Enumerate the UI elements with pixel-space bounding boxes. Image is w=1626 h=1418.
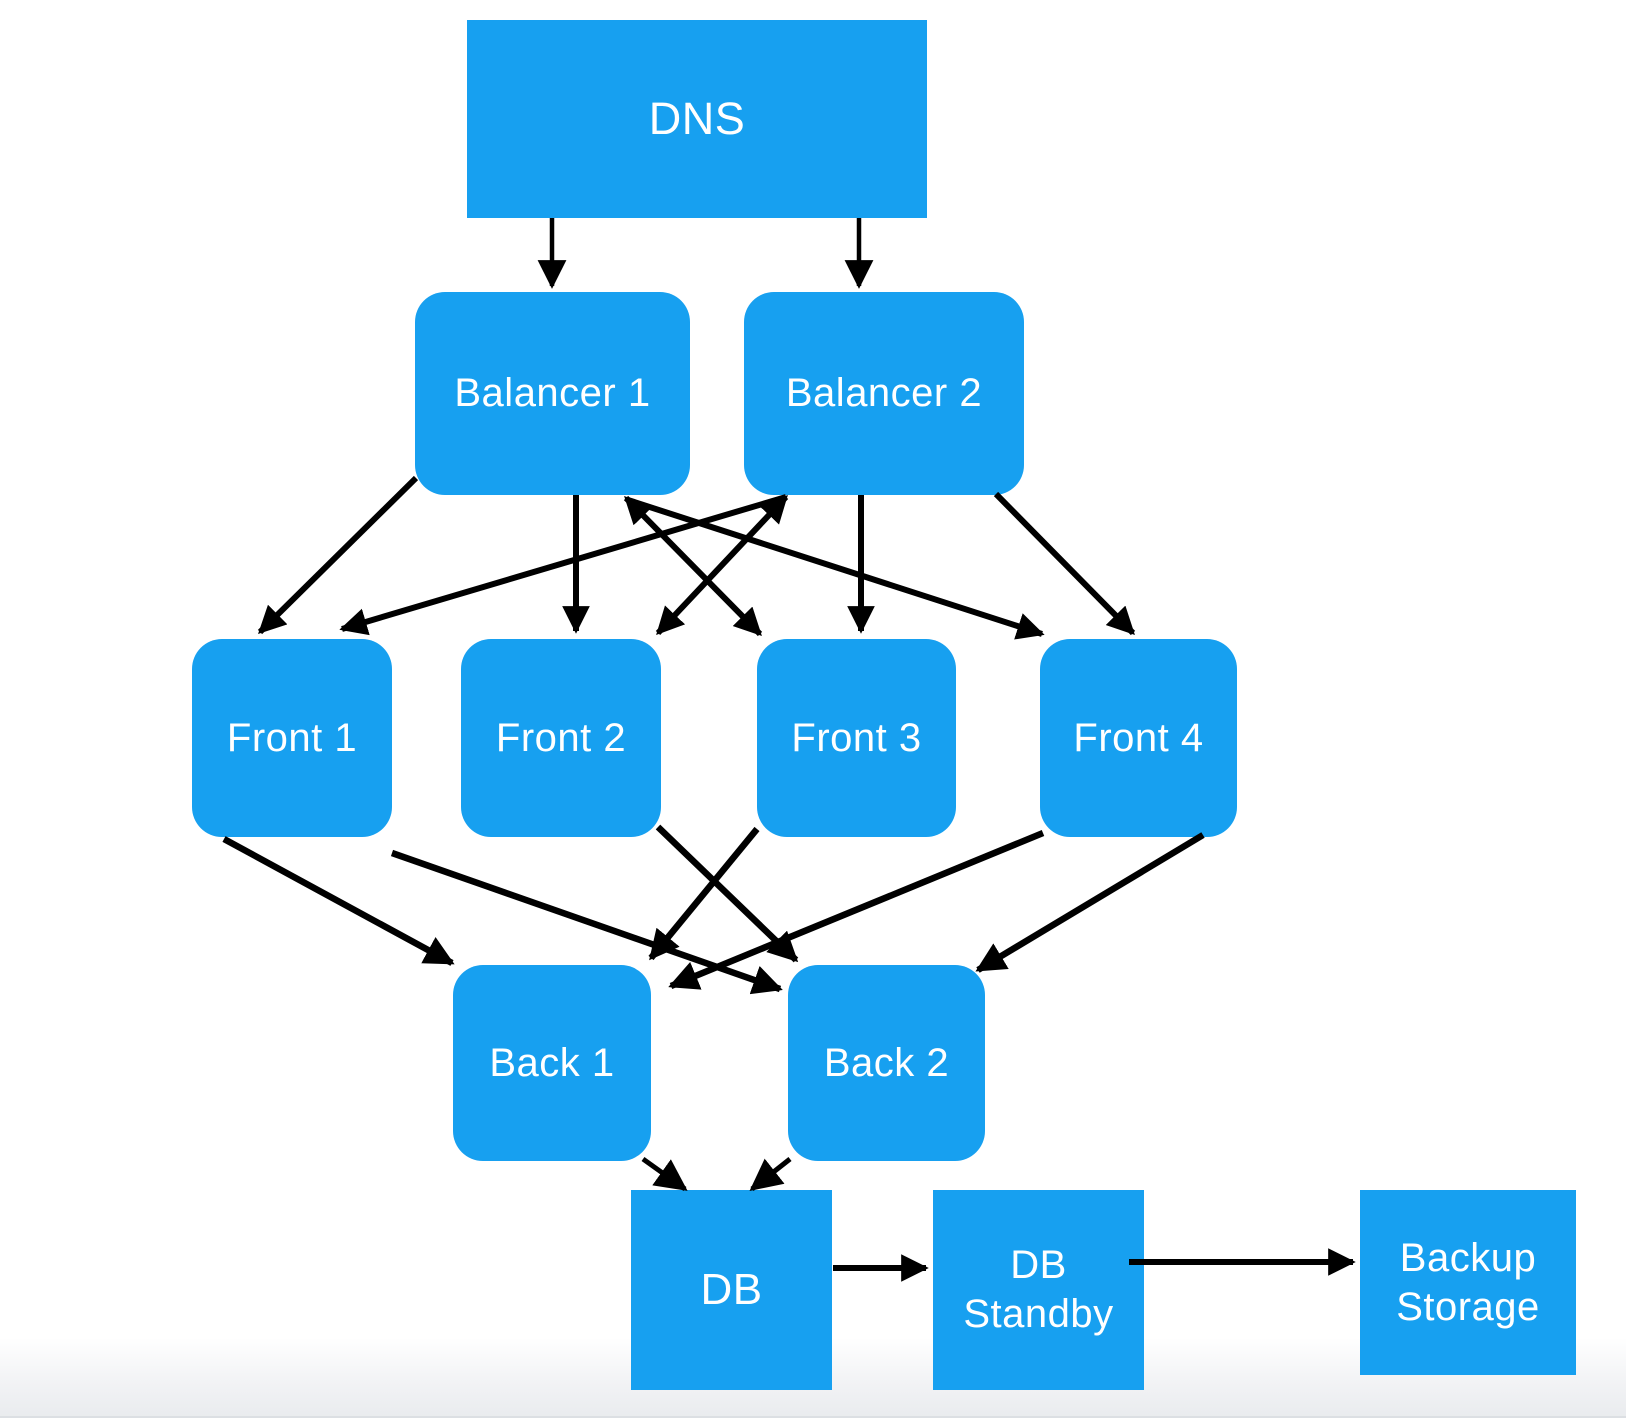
edge-f3-back1 <box>648 826 760 961</box>
node-back-2-label: Back 2 <box>823 1040 950 1085</box>
node-dns[interactable]: DNS <box>467 20 927 218</box>
edge-b1-f4 <box>627 497 1045 640</box>
edge-b2-f4 <box>993 491 1136 636</box>
node-front-2[interactable]: Front 2 <box>461 639 661 837</box>
node-db-standby-label: DB Standby <box>963 1243 1114 1336</box>
node-front-1-label: Front 1 <box>226 715 358 760</box>
edge-f1-back1 <box>222 836 455 966</box>
node-balancer-2[interactable]: Balancer 2 <box>744 292 1024 495</box>
bottom-edge-line <box>0 1416 1626 1418</box>
node-db-standby[interactable]: DB Standby <box>933 1190 1144 1390</box>
edge-b2-f2-bidirectional <box>655 494 789 636</box>
node-backup-storage-label: Backup Storage <box>1396 1235 1540 1329</box>
edge-back2-db <box>749 1157 792 1191</box>
edge-b2-f1 <box>339 494 787 636</box>
edge-f4-back1 <box>668 829 1045 990</box>
edge-b1-f3-bidirectional <box>623 495 763 637</box>
node-db-label: DB <box>700 1265 763 1315</box>
node-front-1[interactable]: Front 1 <box>192 639 392 837</box>
edge-b1-f1 <box>257 475 419 635</box>
node-front-3[interactable]: Front 3 <box>757 639 956 837</box>
node-back-1-label: Back 1 <box>489 1040 615 1085</box>
node-balancer-1-label: Balancer 1 <box>454 371 651 416</box>
edge-back1-db <box>641 1156 688 1192</box>
node-backup-storage[interactable]: Backup Storage <box>1360 1190 1576 1375</box>
node-dns-label: DNS <box>648 92 746 144</box>
node-balancer-2-label: Balancer 2 <box>785 371 983 416</box>
node-balancer-1[interactable]: Balancer 1 <box>415 292 690 495</box>
edge-f4-back2 <box>975 832 1205 973</box>
node-front-3-label: Front 3 <box>791 715 922 760</box>
node-front-4-label: Front 4 <box>1073 715 1204 760</box>
edge-f2-back2 <box>655 824 799 963</box>
node-back-2[interactable]: Back 2 <box>788 965 985 1161</box>
node-front-2-label: Front 2 <box>495 715 627 760</box>
node-back-1[interactable]: Back 1 <box>453 965 651 1161</box>
node-db[interactable]: DB <box>631 1190 832 1390</box>
node-front-4[interactable]: Front 4 <box>1040 639 1237 837</box>
